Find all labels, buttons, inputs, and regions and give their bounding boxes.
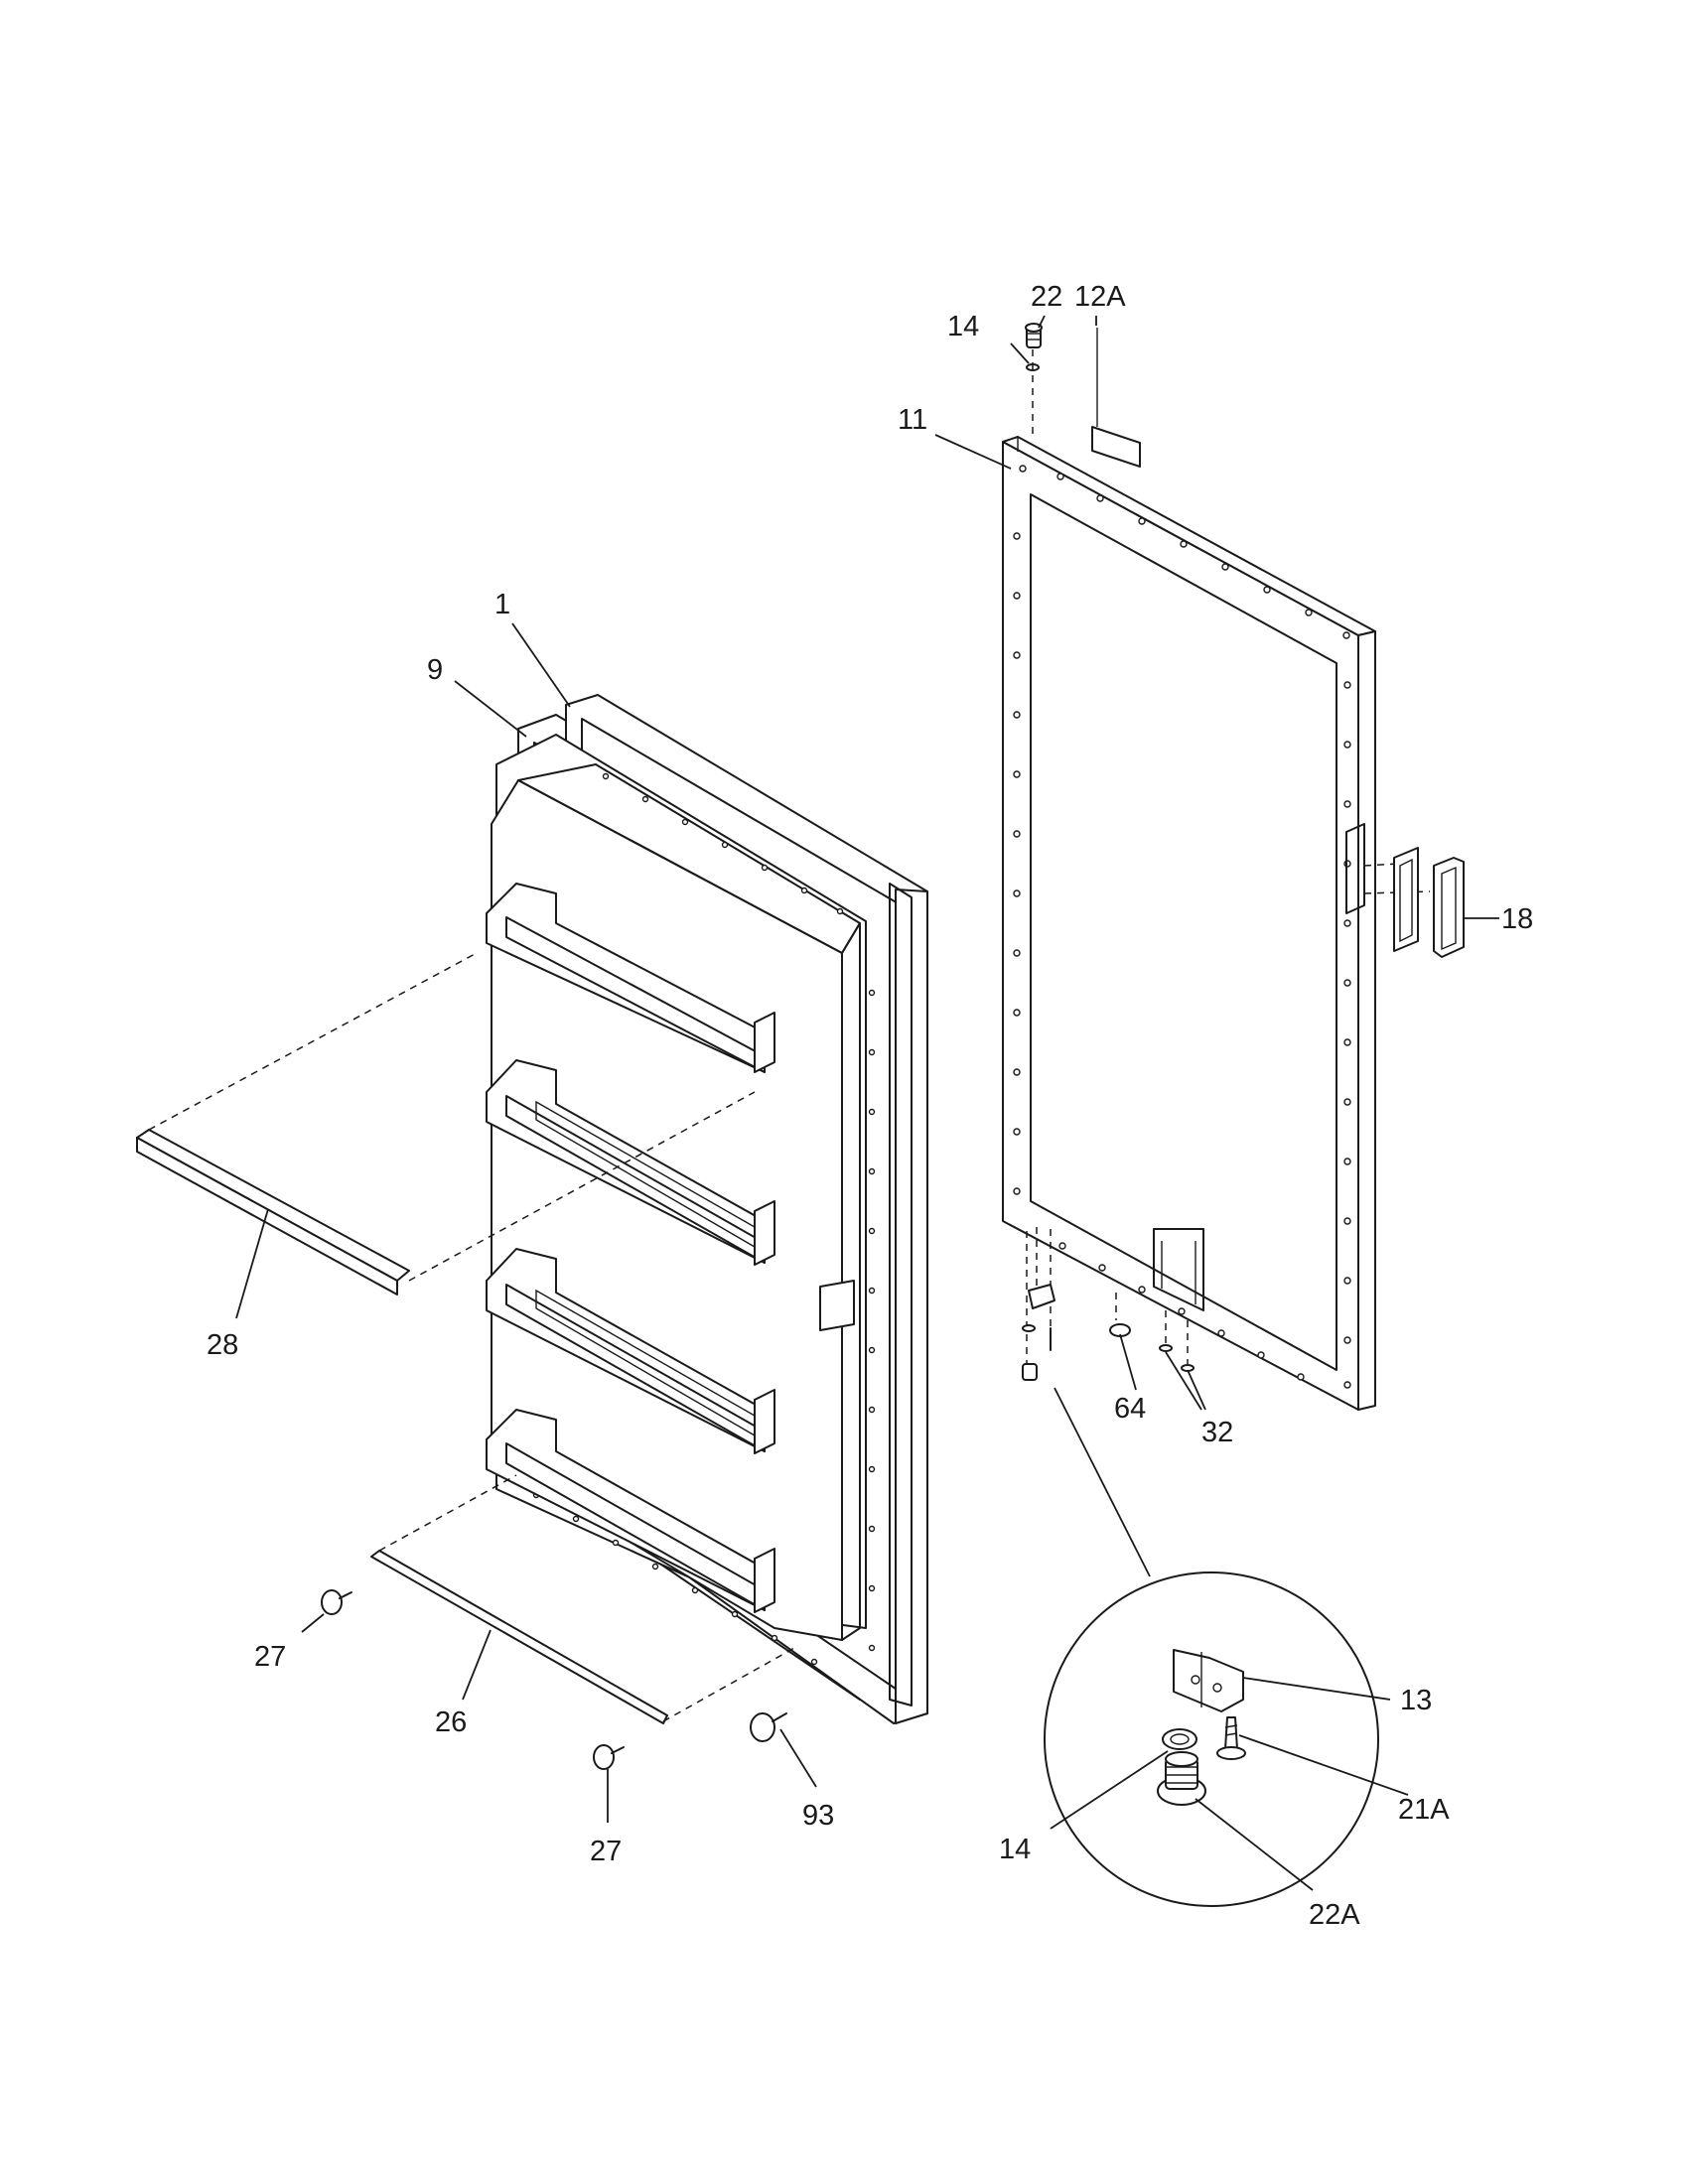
outer-door-panel xyxy=(1002,436,1431,1411)
bar-26 xyxy=(370,1474,795,1724)
callout-14-top: 14 xyxy=(947,311,979,342)
fastener-93 xyxy=(750,1712,817,1788)
callout-13: 13 xyxy=(1400,1685,1432,1716)
hinge-bracket-13 xyxy=(1173,1649,1244,1712)
detail-magnifier xyxy=(1044,1571,1409,1907)
panel-screw-holes xyxy=(1013,465,1351,1389)
bottom-hinge-hardware xyxy=(1022,1227,1195,1577)
callout-28: 28 xyxy=(207,1329,238,1361)
callout-26: 26 xyxy=(435,1706,467,1738)
door-shelf-4 xyxy=(486,1409,775,1613)
door-shelf-2 xyxy=(486,1059,775,1266)
callout-12A: 12A xyxy=(1074,281,1126,313)
top-hinge-pin-22 xyxy=(1025,323,1043,348)
door-shelf-3 xyxy=(486,1248,775,1454)
callout-22: 22 xyxy=(1031,281,1062,313)
shelf-rail-28 xyxy=(136,952,756,1319)
callout-1: 1 xyxy=(494,589,510,620)
handle-assembly-18 xyxy=(1393,847,1499,958)
liner-handle-recess xyxy=(819,1280,855,1331)
callout-21A: 21A xyxy=(1398,1794,1450,1826)
door-shelf-1 xyxy=(486,883,775,1073)
callout-64: 64 xyxy=(1114,1393,1146,1425)
fastener-27-upper xyxy=(301,1589,352,1633)
fastener-27-lower xyxy=(593,1744,625,1823)
label-plate-12A xyxy=(1091,328,1141,468)
callout-27-lower: 27 xyxy=(590,1836,622,1867)
callout-11: 11 xyxy=(898,404,927,436)
callout-27-upper: 27 xyxy=(254,1641,286,1673)
hinge-pin-22A xyxy=(1157,1751,1206,1806)
callout-9: 9 xyxy=(427,654,443,686)
callout-32: 32 xyxy=(1201,1417,1233,1448)
callout-14-detail: 14 xyxy=(999,1834,1031,1865)
screw-21A xyxy=(1216,1716,1246,1760)
callout-93: 93 xyxy=(802,1800,834,1832)
detail-washer-14 xyxy=(1162,1728,1197,1750)
callout-18: 18 xyxy=(1501,903,1533,935)
callout-22A: 22A xyxy=(1309,1899,1360,1931)
